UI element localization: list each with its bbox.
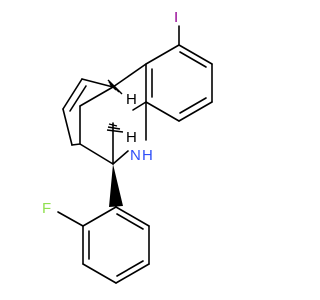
bond [115, 263, 150, 284]
nitrogen-hydrogen-label: H [142, 147, 153, 164]
bond [79, 143, 114, 165]
stereo-hydrogen-upper-label: H [126, 91, 137, 108]
double-bond-inner [179, 97, 207, 114]
bond [132, 101, 147, 111]
wedge-bond [109, 164, 123, 207]
iodine-atom-label: I [174, 9, 178, 26]
double-bond-inner [116, 213, 144, 230]
piperidine-ring [79, 63, 147, 165]
bond [79, 86, 114, 107]
bond [62, 78, 83, 110]
bond [81, 78, 114, 88]
fluorophenyl-ring [82, 206, 150, 284]
hash-bond-lower [106, 123, 124, 133]
bond [115, 206, 150, 227]
bond [112, 63, 147, 88]
bond [57, 211, 84, 227]
bond [71, 143, 81, 146]
stereo-hydrogen-lower-label: H [126, 129, 137, 146]
bond [178, 44, 213, 65]
bond [178, 101, 213, 122]
iodo-aromatic-ring [145, 44, 213, 122]
cyclopentene-ring [62, 78, 114, 146]
hash-bond-upper [107, 79, 123, 95]
nitrogen-atom-label: N [130, 147, 141, 164]
double-bond-inner [179, 51, 207, 68]
molecule-structure: I F N H H H [42, 9, 213, 284]
bond [145, 44, 180, 65]
bond [82, 263, 117, 284]
double-bond-inner [116, 260, 144, 277]
bond [62, 108, 73, 146]
fluorine-atom-label: F [42, 200, 51, 217]
bond [82, 206, 117, 227]
bond [112, 150, 129, 165]
bond [145, 101, 180, 122]
double-bond-inner [69, 85, 87, 112]
